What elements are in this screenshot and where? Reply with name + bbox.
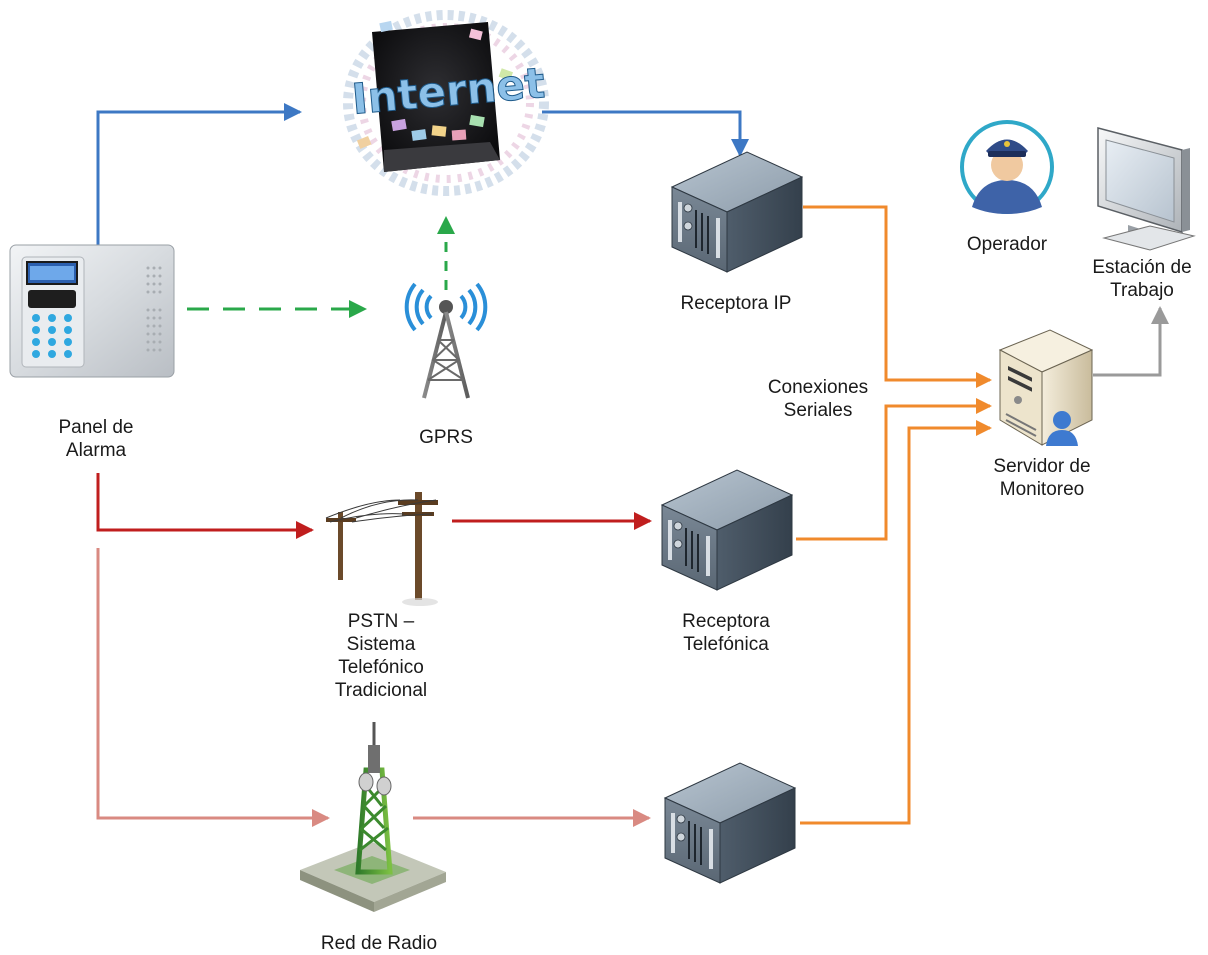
- workstation-label-line-2: Trabajo: [1110, 280, 1174, 301]
- pstn-label-line-2: Sistema: [346, 634, 416, 655]
- server-label: Servidor de Monitoreo: [982, 455, 1102, 501]
- receiver-ip-icon: [671, 151, 803, 273]
- server-to-workstation-arrow: [1093, 306, 1169, 377]
- operator-label-text: Operador: [966, 234, 1048, 255]
- receiver-ip-serial-line: [803, 205, 992, 388]
- pstn-connection: [96, 473, 652, 539]
- panel-to-internet-arrow: [96, 103, 302, 245]
- server-label-line-1: Servidor de: [993, 456, 1091, 477]
- panel-label: Panel de Alarma: [46, 416, 146, 462]
- receiver-phone-label-line-1: Receptora: [682, 611, 770, 632]
- gprs-label: GPRS: [396, 426, 496, 449]
- server-label-line-2: Monitoreo: [999, 479, 1085, 500]
- workstation-label: Estación de Trabajo: [1082, 256, 1202, 302]
- gprs-antenna-icon: [404, 282, 488, 399]
- workstation-label-line-1: Estación de: [1092, 257, 1192, 278]
- receiver-phone-icon: [661, 469, 793, 591]
- serial-connections: [796, 205, 992, 825]
- pstn-label-line-4: Tradicional: [334, 680, 428, 701]
- receiver-ip-label-text: Receptora IP: [680, 293, 792, 314]
- radio-connection: [96, 548, 651, 827]
- radio-tower-icon: [300, 722, 446, 912]
- internet-to-receiver-ip-arrow: [542, 110, 749, 157]
- receiver-radial-icon: [664, 762, 796, 884]
- operator-icon: [960, 120, 1054, 214]
- pstn-label-line-1: PSTN –: [347, 611, 415, 632]
- gprs-label-text: GPRS: [419, 427, 473, 448]
- radio-network-label-text: Red de Radio: [320, 933, 438, 954]
- serial-connections-label: Conexiones Seriales: [758, 376, 878, 422]
- telephone-poles-icon: [325, 492, 438, 606]
- panel-to-radio-arrow: [96, 548, 330, 827]
- pstn-label-line-3: Telefónico: [338, 657, 424, 678]
- alarm-panel-icon: [9, 244, 175, 378]
- receiver-ip-label: Receptora IP: [666, 292, 806, 315]
- serial-connections-label-line-2: Seriales: [783, 400, 853, 421]
- internet-connection: [96, 103, 749, 245]
- receiver-phone-serial-line: [796, 398, 992, 541]
- serial-connections-label-line-1: Conexiones: [767, 377, 869, 398]
- gprs-connection: [187, 216, 455, 318]
- internet-icon: Internet: [343, 10, 549, 196]
- pstn-label: PSTN – Sistema Telefónico Tradicional: [306, 610, 456, 702]
- receiver-phone-label-line-2: Telefónica: [683, 634, 769, 655]
- panel-to-pstn-arrow: [96, 473, 314, 539]
- workstation-monitor-icon: [1097, 127, 1196, 251]
- operator-label: Operador: [957, 233, 1057, 256]
- receiver-phone-label: Receptora Telefónica: [656, 610, 796, 656]
- receiver-radial-serial-line: [800, 420, 992, 825]
- panel-label-line-1: Panel de: [58, 417, 134, 438]
- monitoring-server-icon: [998, 329, 1094, 446]
- radio-network-label: Red de Radio: [304, 932, 454, 955]
- panel-label-line-2: Alarma: [65, 440, 127, 461]
